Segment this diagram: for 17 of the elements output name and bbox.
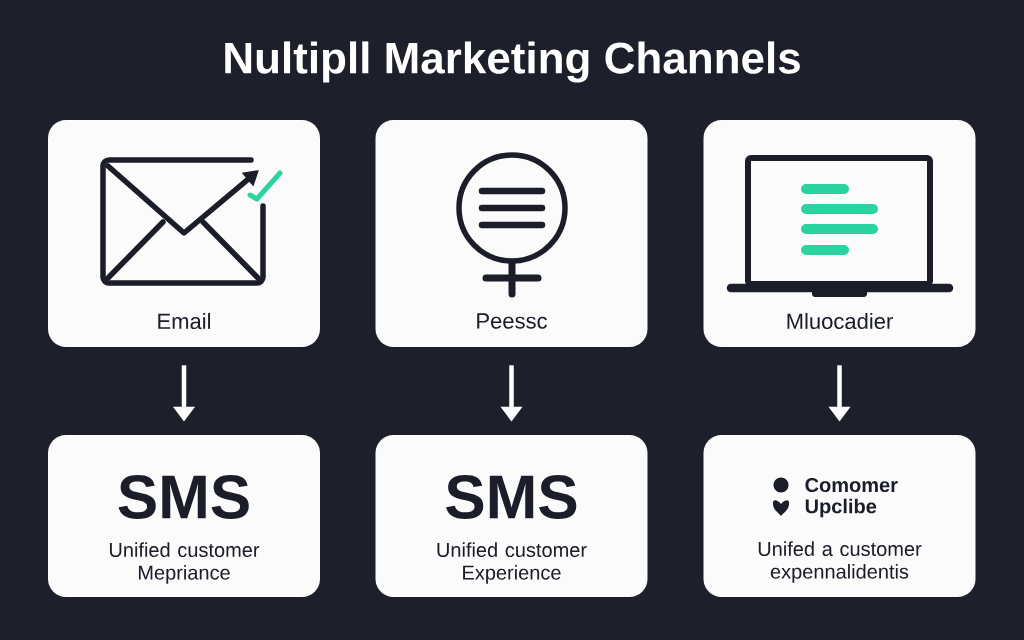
title: Nultipll Marketing Channels: [225, 41, 800, 83]
card-label: Mluocadier: [787, 312, 893, 330]
card: [48, 120, 320, 347]
card-description: Unified customer Mepriance: [109, 542, 260, 584]
card-heading: SMS: [118, 475, 249, 519]
card: [375, 435, 648, 597]
list-item: Upclibe: [805, 498, 877, 518]
card-label: Peessc: [477, 313, 547, 329]
card: [703, 120, 976, 347]
card: [703, 435, 976, 597]
card-description: Unifed a customer expennalidentis: [758, 541, 922, 583]
card-description: Unified customer Experience: [437, 542, 587, 584]
card: [375, 120, 648, 347]
card: [48, 435, 320, 597]
card-heading: SMS: [446, 475, 577, 519]
list-item: Comomer: [805, 477, 898, 493]
card-label: Email: [158, 312, 210, 330]
